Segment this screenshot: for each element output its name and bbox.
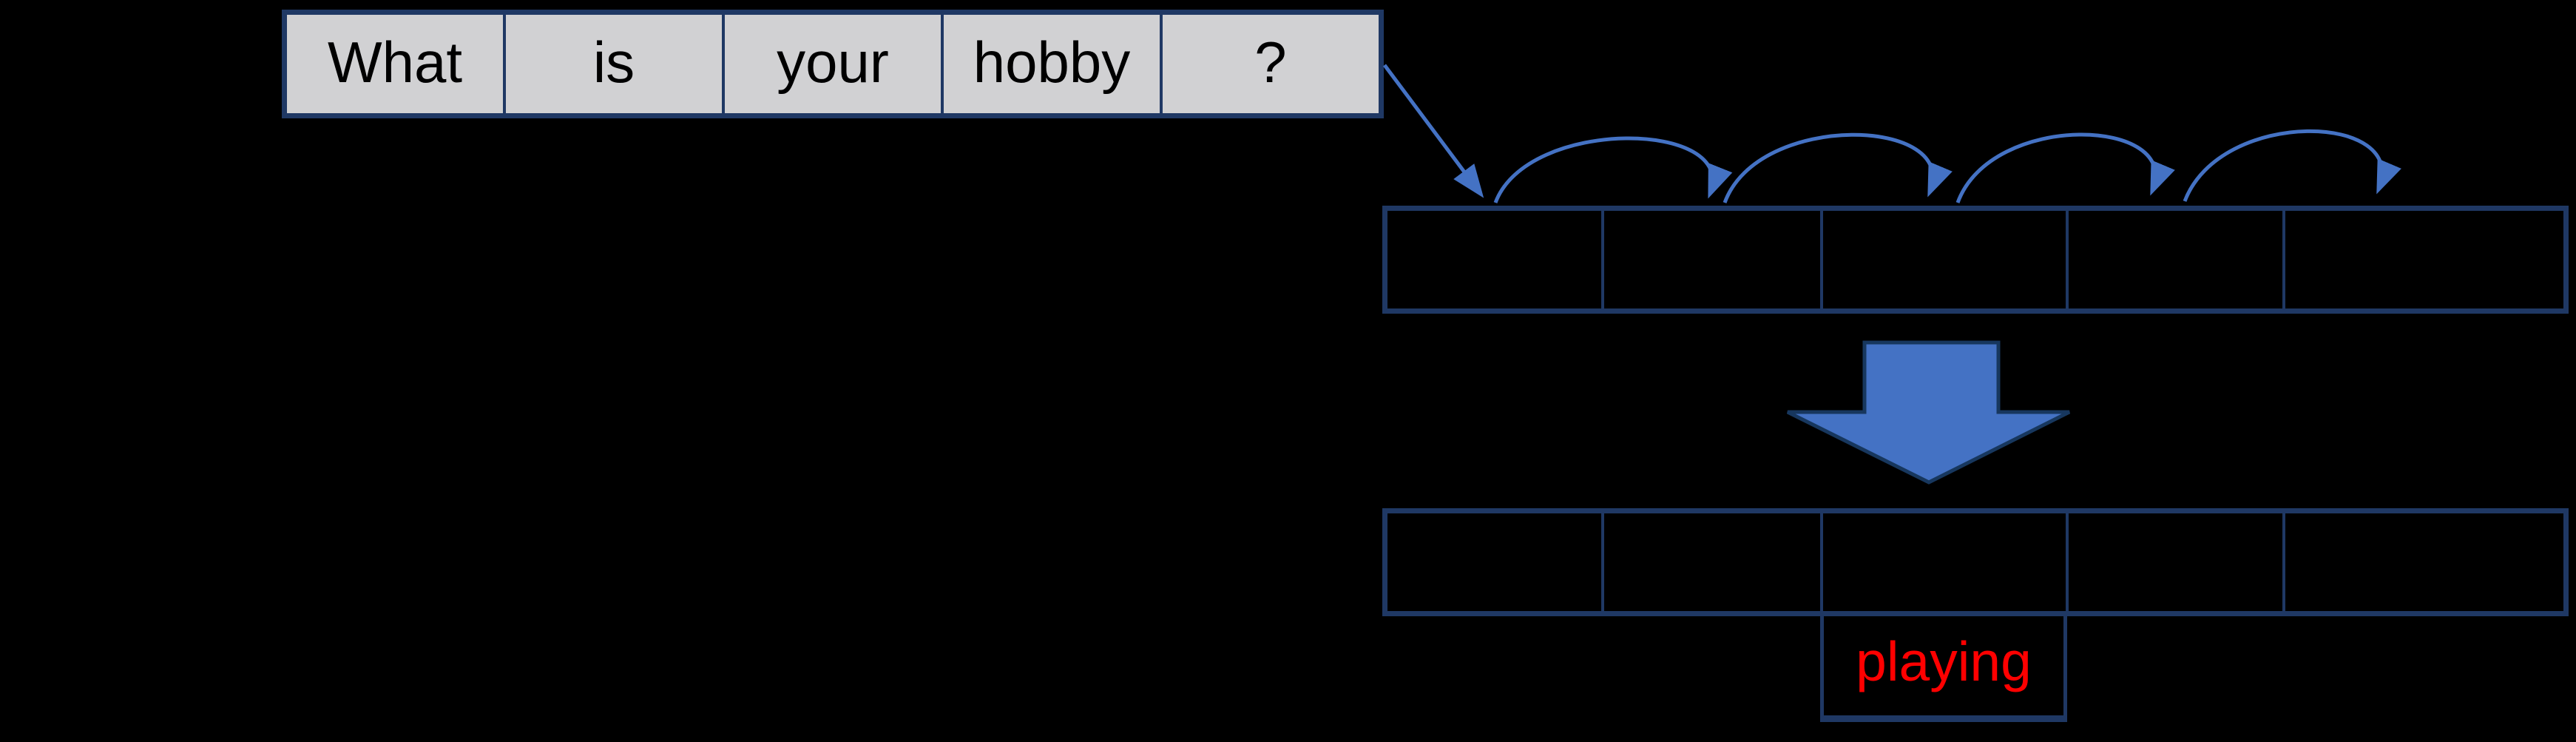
sentence-to-hoprow-arrow-icon: [1382, 64, 1484, 198]
output-cell-4: [2066, 513, 2282, 611]
output-cell-1: [1387, 513, 1601, 611]
hop-arc-2-icon: [1723, 132, 1953, 203]
token-label: hobby: [973, 29, 1131, 95]
transform-down-arrow-icon: [1786, 340, 2071, 485]
hop-cell-5: [2282, 211, 2563, 308]
hop-arc-4-icon: [2183, 129, 2401, 202]
answer-label: playing: [1856, 630, 2032, 692]
token-cell-hobby: hobby: [941, 15, 1160, 113]
token-label: What: [327, 29, 463, 95]
answer-box: playing: [1820, 611, 2067, 722]
output-cell-2: [1601, 513, 1820, 611]
token-cell-what: What: [287, 15, 503, 113]
hop-cell-4: [2066, 211, 2282, 308]
token-label: is: [592, 29, 635, 95]
token-cell-is: is: [503, 15, 722, 113]
hop-cell-2: [1601, 211, 1820, 308]
hop-arc-3-icon: [1955, 132, 2175, 203]
token-cell-your: your: [722, 15, 941, 113]
hop-arc-1-icon: [1493, 136, 1733, 203]
output-cell-3: [1820, 513, 2066, 611]
hop-cell-3: [1820, 211, 2066, 308]
token-cell-question-mark: ?: [1160, 15, 1379, 113]
sentence-token-row: What is your hobby ?: [282, 10, 1384, 118]
hop-row: [1382, 206, 2569, 314]
hop-cell-1: [1387, 211, 1601, 308]
output-cell-5: [2282, 513, 2563, 611]
token-label: ?: [1254, 29, 1287, 95]
output-row: [1382, 508, 2569, 616]
token-label: your: [777, 29, 889, 95]
